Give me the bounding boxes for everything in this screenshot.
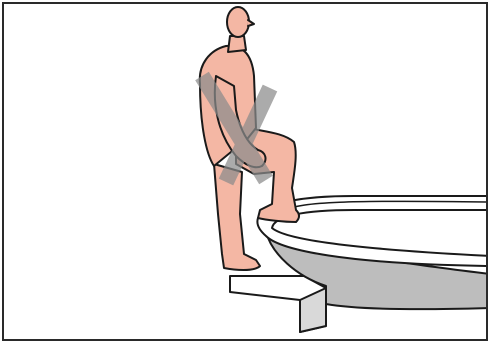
safety-illustration xyxy=(4,4,488,341)
step-stool xyxy=(230,276,326,332)
illustration-frame xyxy=(2,2,488,341)
